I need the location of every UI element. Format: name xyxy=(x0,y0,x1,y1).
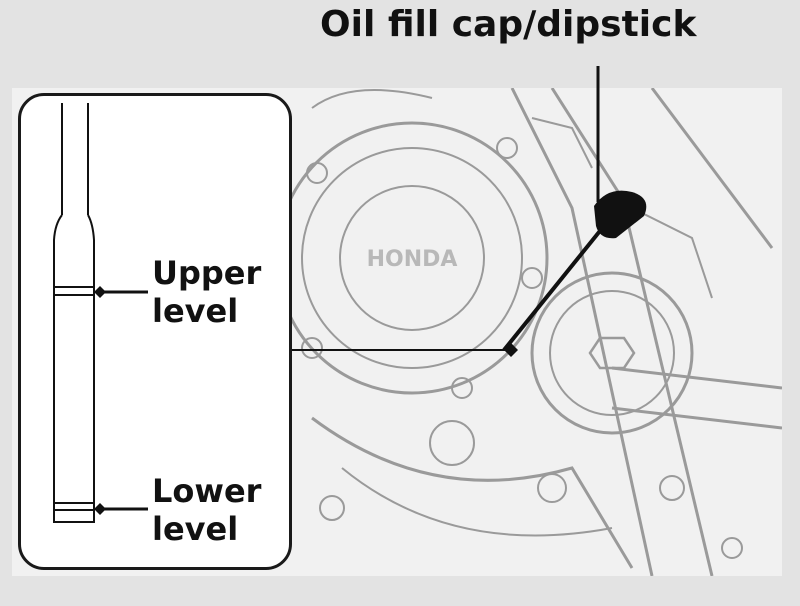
lower-level-label-line2: level xyxy=(152,510,239,548)
upper-level-label: Upper level xyxy=(152,254,261,330)
dipstick-graphic xyxy=(53,103,95,523)
diagram-title: Oil fill cap/dipstick xyxy=(320,4,697,45)
lower-level-label-line1: Lower xyxy=(152,472,262,510)
upper-level-label-line2: level xyxy=(152,292,239,330)
upper-level-marker xyxy=(94,286,106,298)
lower-level-label: Lower level xyxy=(152,472,261,548)
upper-level-label-line1: Upper xyxy=(152,254,262,292)
lower-level-marker xyxy=(94,503,106,515)
engine-badge-text: HONDA xyxy=(367,247,458,272)
dipstick-inset-box xyxy=(18,93,292,570)
